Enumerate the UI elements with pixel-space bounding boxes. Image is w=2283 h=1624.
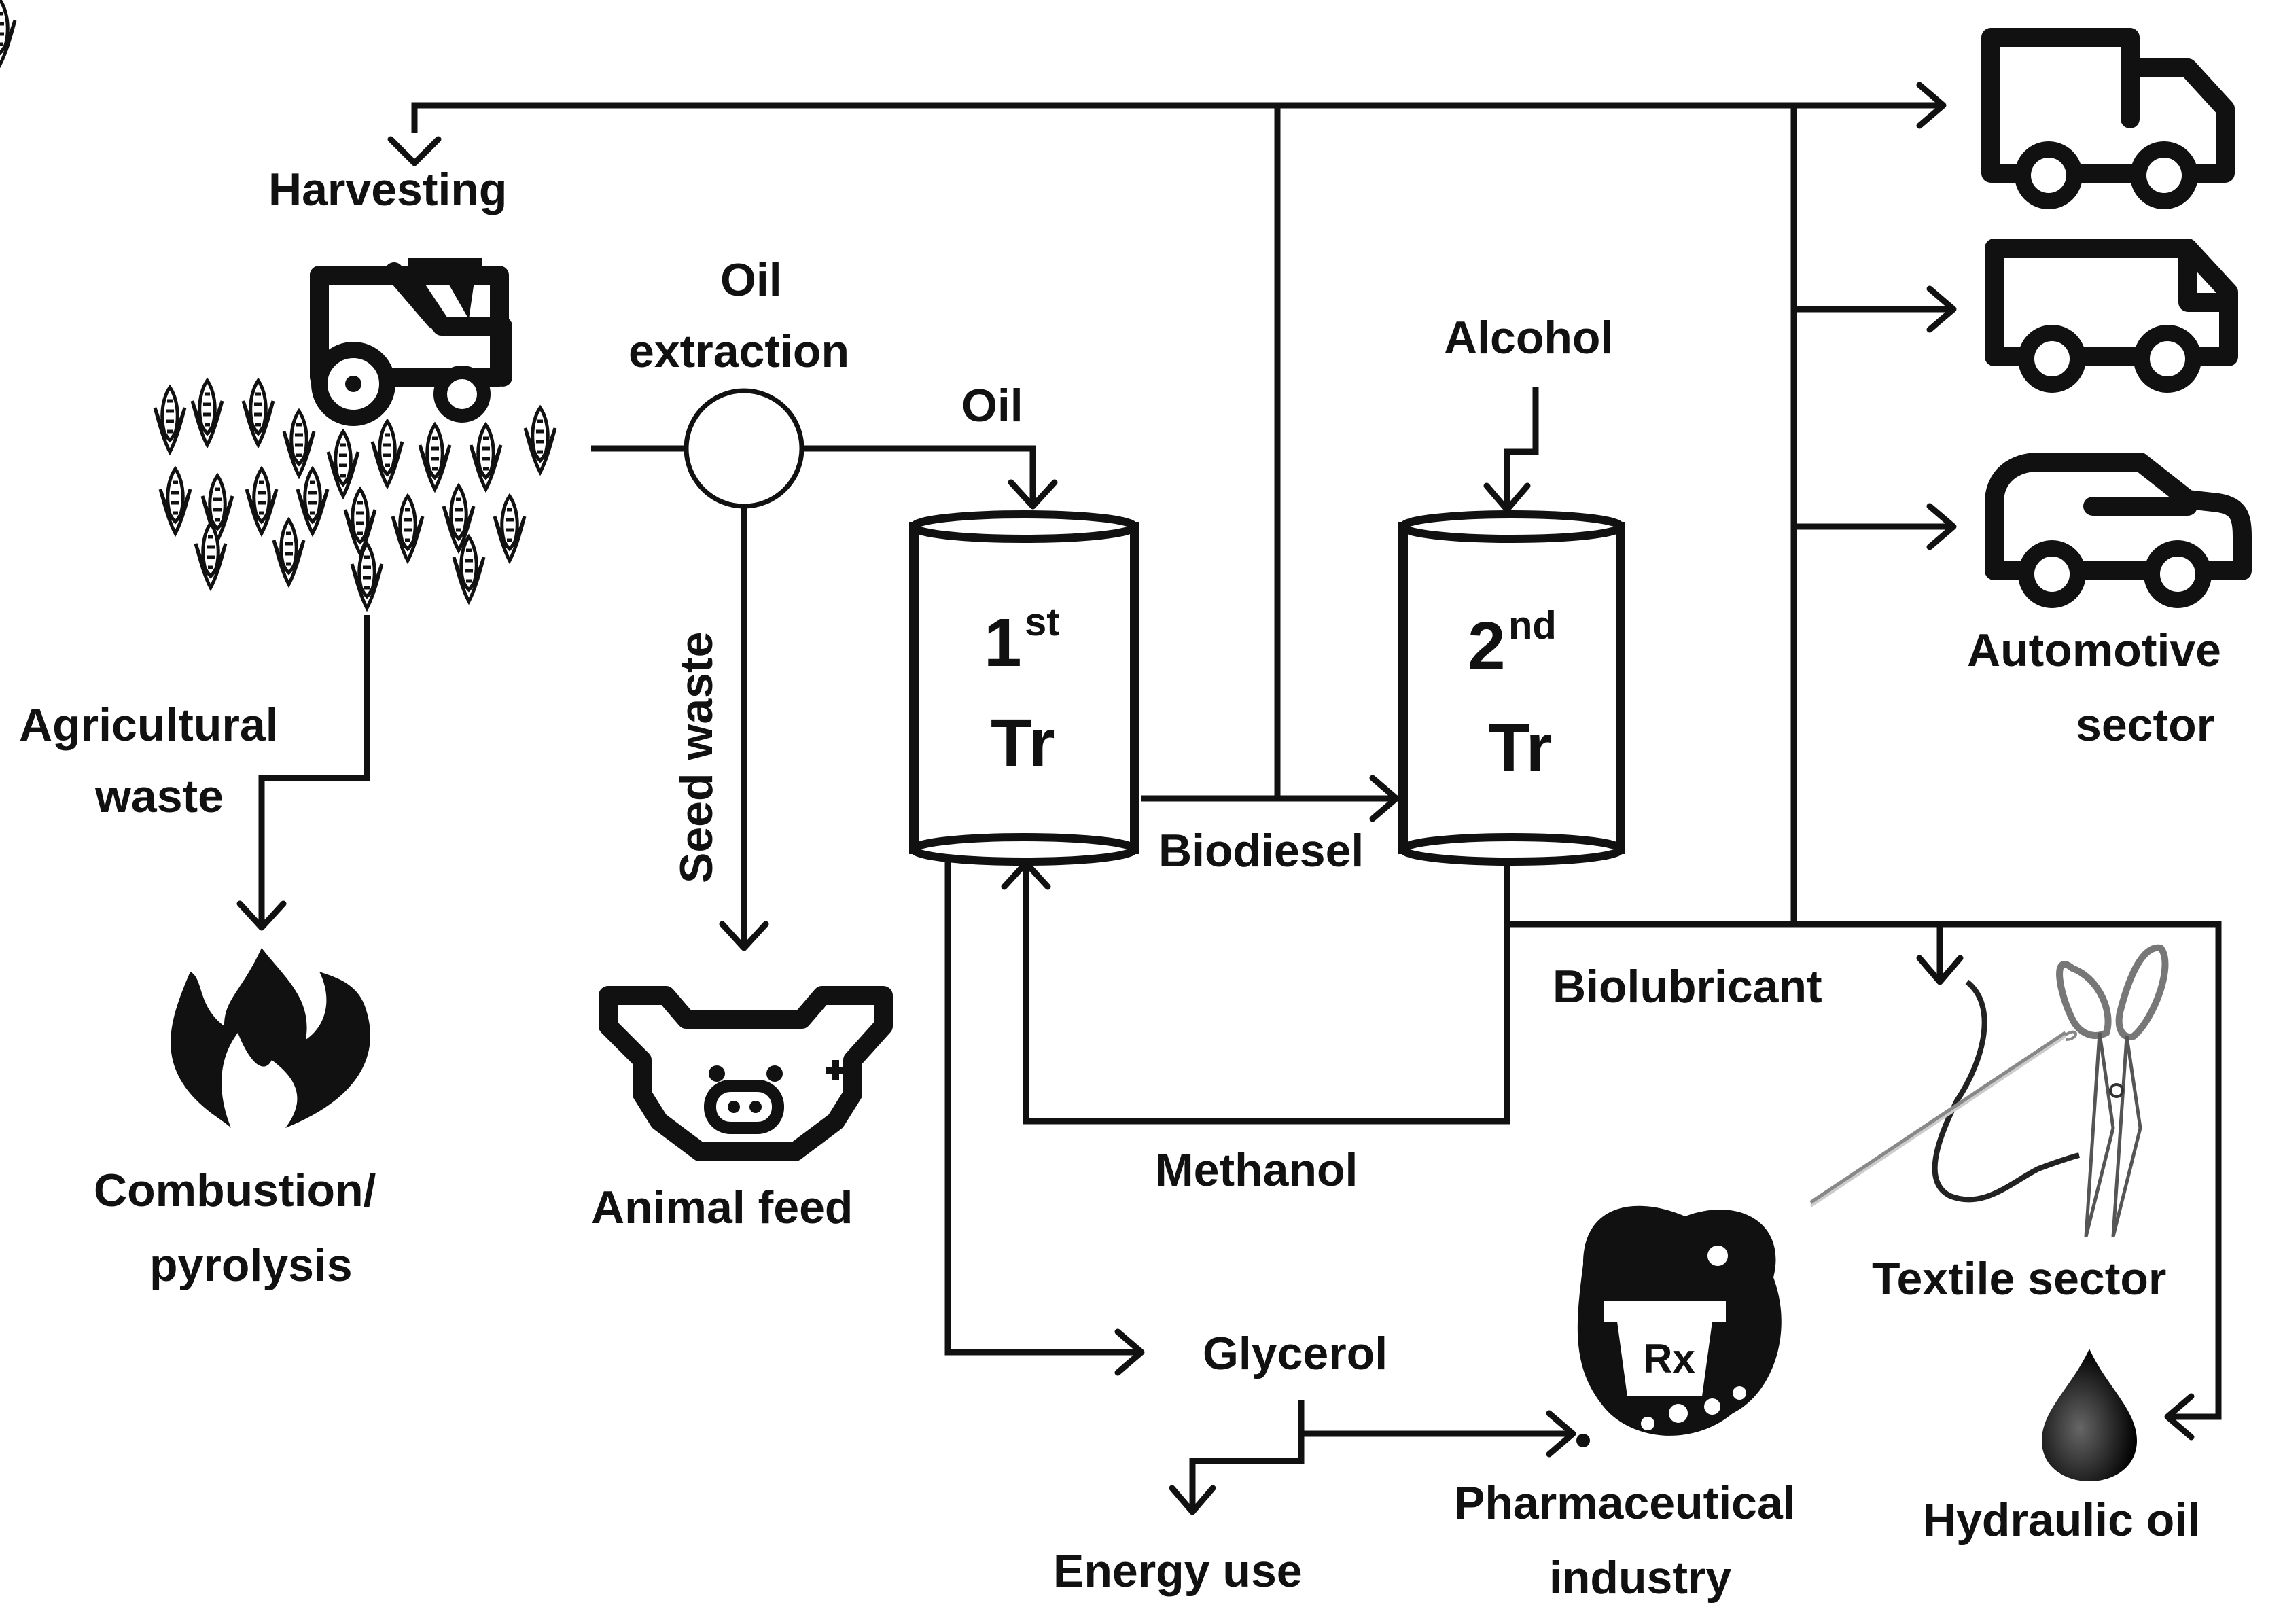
flame-icon <box>171 948 371 1128</box>
textile-sector-label: Textile sector <box>1872 1253 2166 1305</box>
methanol-label: Methanol <box>1155 1144 1358 1196</box>
tractor-icon <box>310 258 512 426</box>
rx-label: Rx <box>1643 1336 1695 1381</box>
automotive-label-line2: sector <box>2076 699 2214 751</box>
reactor2-number: 2 <box>1468 608 1506 684</box>
car-icon <box>1985 453 2252 608</box>
agricultural-waste-label-line1: Agricultural <box>19 699 279 751</box>
hydraulic-oil-label: Hydraulic oil <box>1923 1494 2200 1546</box>
harvesting-label: Harvesting <box>268 164 507 215</box>
corn-field-icon <box>0 0 555 608</box>
automotive-label-line1: Automotive <box>1967 624 2221 676</box>
oil-extraction-node <box>684 388 804 509</box>
mortar-pestle-icon: Rx <box>1576 1205 1782 1447</box>
oil-extraction-label-line2: extraction <box>629 325 849 377</box>
alcohol-label: Alcohol <box>1444 312 1613 364</box>
pig-icon <box>599 986 893 1161</box>
truck-icon <box>1981 28 2235 209</box>
reactor1-number: 1 <box>984 605 1022 681</box>
reactor-2 <box>1398 510 1625 866</box>
reactor2-superscript: nd <box>1508 603 1557 648</box>
oil-label: Oil <box>961 380 1023 431</box>
reactor2-tr: Tr <box>1488 710 1552 786</box>
van-icon <box>1985 239 2238 393</box>
seed-waste-label: Seed waste <box>671 632 722 883</box>
reactor1-tr: Tr <box>991 705 1055 781</box>
biodiesel-label: Biodiesel <box>1158 825 1364 877</box>
pharmaceutical-label-line1: Pharmaceutical <box>1454 1477 1796 1529</box>
labels: Harvesting Oil extraction Oil Alcohol Se… <box>19 164 2221 1604</box>
reactor-1 <box>909 510 1139 866</box>
needle-scissors-icon <box>1809 944 2169 1237</box>
biolubricant-label: Biolubricant <box>1553 961 1822 1012</box>
oil-extraction-label-line1: Oil <box>720 254 782 306</box>
animal-feed-label: Animal feed <box>591 1182 853 1233</box>
flow-lines <box>236 82 2222 1515</box>
oil-drop-icon <box>2042 1349 2137 1481</box>
pharmaceutical-label-line2: industry <box>1549 1552 1731 1604</box>
reactor1-superscript: st <box>1025 600 1060 644</box>
agricultural-waste-label-line2: waste <box>94 771 224 822</box>
energy-use-label: Energy use <box>1053 1545 1303 1597</box>
glycerol-label: Glycerol <box>1203 1328 1387 1379</box>
combustion-label-line1: Combustion/ <box>94 1165 376 1216</box>
combustion-label-line2: pyrolysis <box>149 1239 353 1291</box>
